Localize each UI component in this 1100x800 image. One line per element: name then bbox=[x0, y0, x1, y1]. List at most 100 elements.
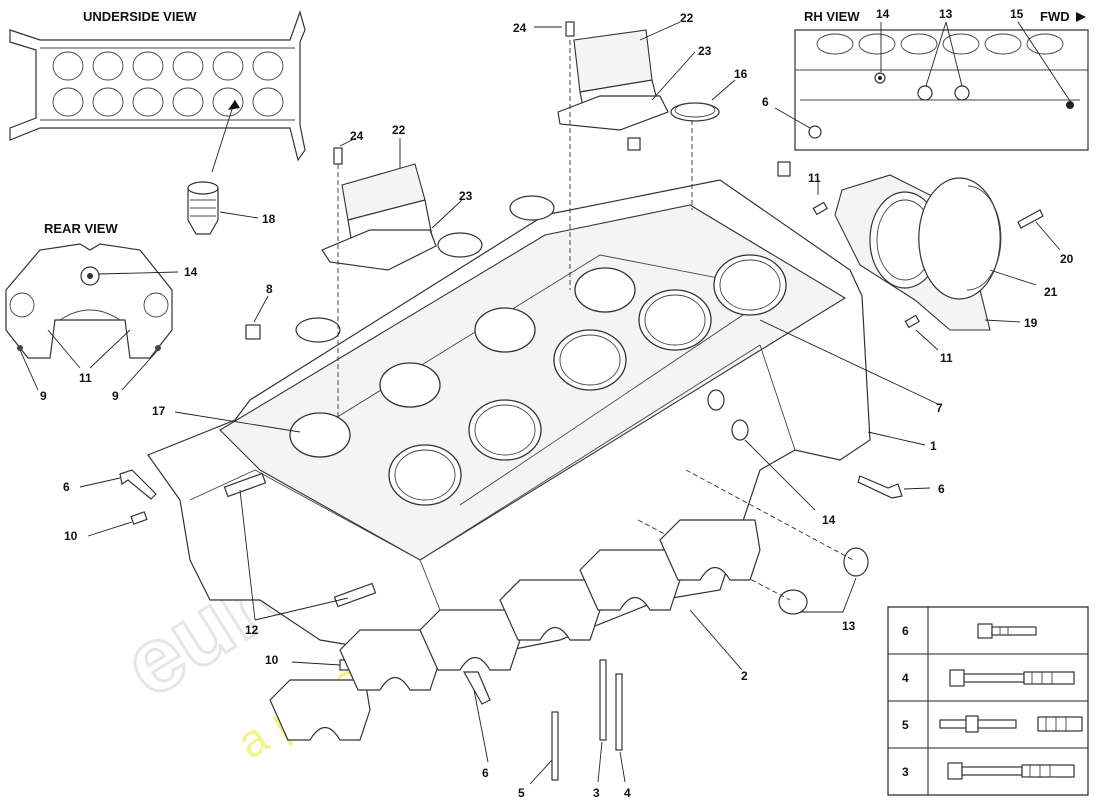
cylinder-bore bbox=[379, 362, 441, 408]
callout-24-mid: 24 bbox=[350, 129, 364, 143]
callout-10-left: 10 bbox=[64, 529, 78, 543]
callout-11-rear: 11 bbox=[79, 371, 92, 385]
rh-bore bbox=[858, 33, 896, 55]
cylinder-bore bbox=[289, 412, 351, 458]
underside-bore bbox=[252, 51, 284, 81]
long-flange-bolt-icon bbox=[949, 669, 1075, 687]
cylinder-liner bbox=[559, 334, 621, 386]
underside-bore bbox=[132, 51, 164, 81]
callout-3: 3 bbox=[593, 786, 600, 800]
callout-13-bottom: 13 bbox=[842, 619, 856, 633]
underside-bore bbox=[212, 51, 244, 81]
callout-10-bottom: 10 bbox=[265, 653, 279, 667]
threaded-bolt-icon bbox=[947, 762, 1075, 780]
cylinder-liner bbox=[394, 449, 456, 501]
underside-bore bbox=[172, 87, 204, 117]
rh-bore bbox=[984, 33, 1022, 55]
cylinder-bore bbox=[574, 267, 636, 313]
callout-6-bottom: 6 bbox=[482, 766, 489, 780]
cylinder-liner bbox=[719, 259, 781, 311]
callout-8: 8 bbox=[266, 282, 273, 296]
callout-11-top: 11 bbox=[808, 171, 821, 185]
underside-bore bbox=[252, 87, 284, 117]
rh-view: RH VIEW FWD 14 13 15 6 bbox=[762, 7, 1089, 151]
legend-row-4: 4 bbox=[902, 669, 1075, 687]
rh-view-title: RH VIEW bbox=[804, 9, 860, 24]
callout-13-rh: 13 bbox=[939, 7, 953, 21]
callout-4: 4 bbox=[624, 786, 631, 800]
rh-bore bbox=[942, 33, 980, 55]
rear-view: REAR VIEW 14 11 9 9 bbox=[5, 221, 198, 403]
callout-22-top: 22 bbox=[680, 11, 694, 25]
callout-1: 1 bbox=[930, 439, 937, 453]
callout-21: 21 bbox=[1044, 285, 1058, 299]
short-flange-bolt-icon bbox=[977, 623, 1037, 639]
callout-7: 7 bbox=[936, 401, 943, 415]
fwd-label: FWD bbox=[1040, 9, 1070, 24]
underside-bore bbox=[132, 87, 164, 117]
cylinder-bore bbox=[553, 329, 627, 391]
callout-2: 2 bbox=[741, 669, 748, 683]
cylinder-liner bbox=[474, 404, 536, 456]
callout-5: 5 bbox=[518, 786, 525, 800]
stud-icon bbox=[939, 715, 1083, 733]
underside-bore bbox=[92, 87, 124, 117]
callout-20: 20 bbox=[1060, 252, 1074, 266]
legend-num-4: 4 bbox=[902, 671, 909, 685]
cylinder-bore bbox=[713, 254, 787, 316]
legend-row-5: 5 bbox=[902, 715, 1083, 733]
callout-23-top: 23 bbox=[698, 44, 712, 58]
cylinder-bore bbox=[638, 289, 712, 351]
oil-cooler-top: 24 22 23 16 bbox=[513, 11, 748, 131]
legend-row-6: 6 bbox=[902, 623, 1037, 639]
fastener-legend: 6 4 5 bbox=[887, 606, 1089, 796]
callout-6-right: 6 bbox=[938, 482, 945, 496]
cap-studs: 5 3 4 bbox=[518, 659, 631, 800]
underside-bore bbox=[52, 51, 84, 81]
underside-bore bbox=[92, 51, 124, 81]
callout-23-mid: 23 bbox=[459, 189, 473, 203]
callout-18: 18 bbox=[262, 212, 276, 226]
callout-9-left: 9 bbox=[40, 389, 47, 403]
callout-9-right: 9 bbox=[112, 389, 119, 403]
part-18-bushing: 18 bbox=[187, 181, 276, 235]
legend-num-6: 6 bbox=[902, 624, 909, 638]
rear-view-title: REAR VIEW bbox=[44, 221, 118, 236]
oil-cooler-mid: 24 22 23 bbox=[321, 123, 473, 271]
legend-num-5: 5 bbox=[902, 718, 909, 732]
legend-num-3: 3 bbox=[902, 765, 909, 779]
underside-bore bbox=[212, 87, 244, 117]
callout-11-mid: 11 bbox=[940, 351, 953, 365]
underside-bore bbox=[52, 87, 84, 117]
callout-19: 19 bbox=[1024, 316, 1038, 330]
bearing-cap bbox=[659, 519, 761, 581]
callout-16: 16 bbox=[734, 67, 748, 81]
underside-view-title: UNDERSIDE VIEW bbox=[83, 9, 197, 24]
callout-14-rh: 14 bbox=[876, 7, 890, 21]
callout-12: 12 bbox=[245, 623, 259, 637]
callout-14-mid: 14 bbox=[822, 513, 836, 527]
callout-15: 15 bbox=[1010, 7, 1024, 21]
bearing-cap bbox=[419, 609, 521, 671]
cylinder-block bbox=[147, 179, 871, 661]
rh-bore bbox=[816, 33, 854, 55]
rear-plate: 21 20 19 11 11 bbox=[808, 171, 1074, 365]
main-bearing-caps bbox=[269, 519, 761, 741]
rh-bore bbox=[900, 33, 938, 55]
underside-view: UNDERSIDE VIEW bbox=[9, 9, 306, 173]
rh-bore bbox=[1026, 33, 1064, 55]
legend-row-3: 3 bbox=[902, 762, 1075, 780]
callout-17: 17 bbox=[152, 404, 166, 418]
underside-bore bbox=[172, 51, 204, 81]
callout-24-top: 24 bbox=[513, 21, 527, 35]
cylinder-bore bbox=[468, 399, 542, 461]
cylinder-liner bbox=[644, 294, 706, 346]
cylinder-bore bbox=[388, 444, 462, 506]
callout-6-left: 6 bbox=[63, 480, 70, 494]
callout-22-mid: 22 bbox=[392, 123, 406, 137]
callout-14-rear: 14 bbox=[184, 265, 198, 279]
cylinder-bore bbox=[474, 307, 536, 353]
bearing-cap bbox=[269, 679, 371, 741]
callout-6-rh: 6 bbox=[762, 95, 769, 109]
